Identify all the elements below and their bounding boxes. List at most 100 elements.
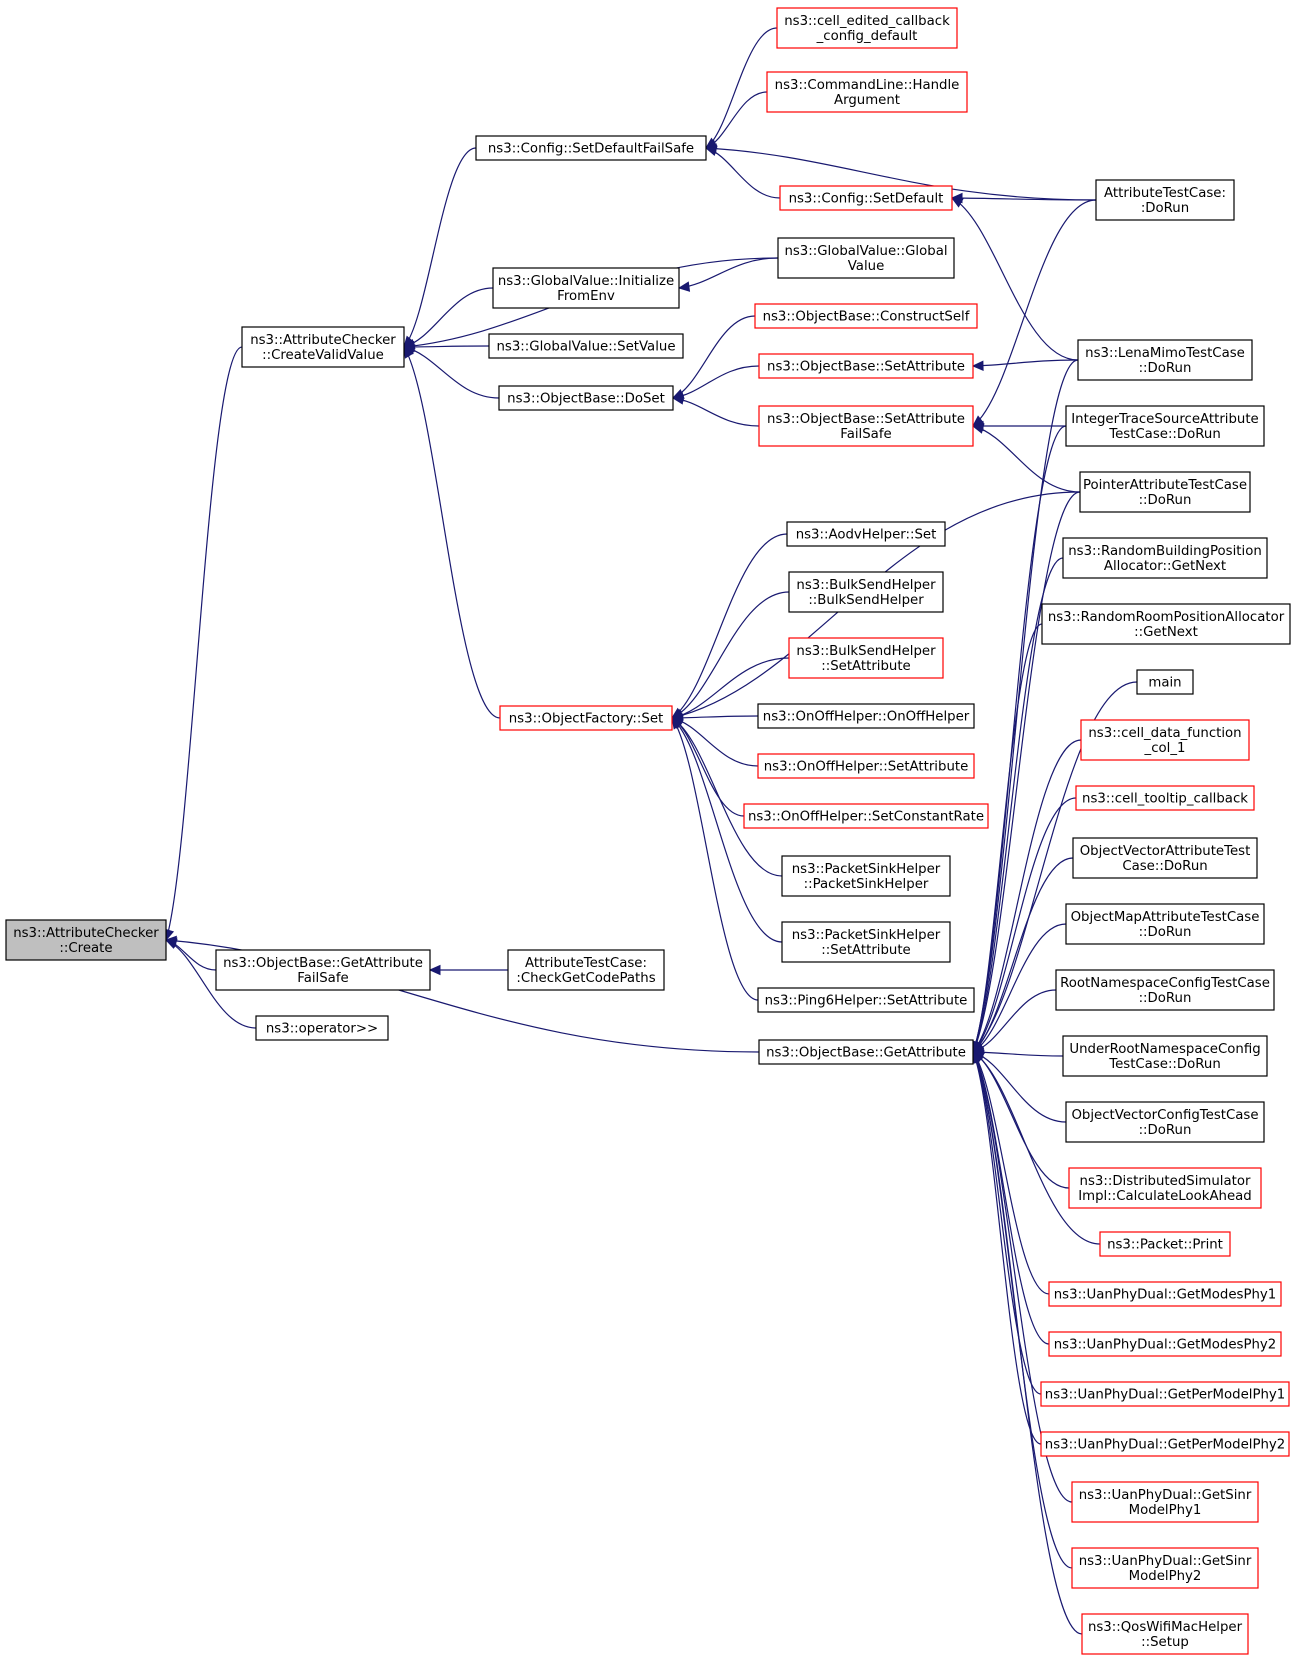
node-label: ns3::ObjectFactory::Set bbox=[509, 712, 663, 727]
node-label: ns3::OnOffHelper::SetAttribute bbox=[764, 760, 969, 775]
node-pointer-attr[interactable]: PointerAttributeTestCase::DoRun bbox=[1079, 471, 1251, 513]
node-bulk-set-attr[interactable]: ns3::BulkSendHelper::SetAttribute bbox=[788, 637, 944, 679]
node-cfg-set-default[interactable]: ns3::Config::SetDefault bbox=[779, 185, 953, 211]
node-label: ns3::OnOffHelper::SetConstantRate bbox=[748, 810, 984, 825]
node-uan-per2[interactable]: ns3::UanPhyDual::GetPerModelPhy2 bbox=[1040, 1431, 1290, 1457]
node-cell-data-fn[interactable]: ns3::cell_data_function_col_1 bbox=[1080, 719, 1250, 761]
node-label: ns3::Ping6Helper::SetAttribute bbox=[765, 994, 968, 1009]
node-label: ns3::UanPhyDual::GetPerModelPhy2 bbox=[1045, 1438, 1285, 1453]
edge-line bbox=[706, 147, 1097, 201]
node-onoff-set-rate[interactable]: ns3::OnOffHelper::SetConstantRate bbox=[743, 803, 989, 829]
node-bulk-ctor[interactable]: ns3::BulkSendHelper::BulkSendHelper bbox=[788, 571, 944, 613]
node-gv-global-value[interactable]: ns3::GlobalValue::GlobalValue bbox=[777, 237, 955, 279]
arrowhead bbox=[971, 423, 985, 434]
node-label: ns3::BulkSendHelper bbox=[796, 644, 936, 659]
node-root-ns[interactable]: RootNamespaceConfigTestCase::DoRun bbox=[1055, 969, 1275, 1011]
node-label: ns3::UanPhyDual::GetModesPhy2 bbox=[1054, 1338, 1277, 1353]
node-check-get-code-paths[interactable]: AttributeTestCase::CheckGetCodePaths bbox=[507, 949, 665, 991]
node-qos-setup[interactable]: ns3::QosWifiMacHelper::Setup bbox=[1081, 1613, 1249, 1655]
node-label: ::DoRun bbox=[1139, 361, 1192, 376]
node-box bbox=[498, 385, 674, 411]
node-box bbox=[1048, 1331, 1282, 1357]
node-ob-set-attribute[interactable]: ns3::ObjectBase::SetAttribute bbox=[758, 353, 974, 379]
node-label: ns3::GlobalValue::Initialize bbox=[498, 274, 674, 289]
node-set-default-fail-safe[interactable]: ns3::Config::SetDefaultFailSafe bbox=[475, 135, 707, 161]
node-create-valid[interactable]: ns3::AttributeChecker::CreateValidValue bbox=[241, 326, 405, 368]
node-box bbox=[1080, 719, 1250, 761]
edge-line bbox=[165, 346, 243, 941]
edge-line bbox=[972, 923, 1067, 1053]
node-aodv-set[interactable]: ns3::AodvHelper::Set bbox=[786, 521, 946, 547]
node-box bbox=[743, 803, 989, 829]
edge-set-default-fail-safe-to-create-valid bbox=[403, 147, 477, 348]
node-label: ::GetNext bbox=[1134, 625, 1198, 640]
node-label: ns3::LenaMimoTestCase bbox=[1085, 346, 1245, 361]
edge-lena-mimo-to-cfg-set-default bbox=[950, 197, 1079, 361]
node-box bbox=[781, 855, 951, 897]
edge-line bbox=[972, 797, 1077, 1053]
node-uan-modes2[interactable]: ns3::UanPhyDual::GetModesPhy2 bbox=[1048, 1331, 1282, 1357]
edge-uan-per2-to-ob-get-attribute bbox=[972, 1050, 1042, 1445]
node-label: ns3::RandomRoomPositionAllocator bbox=[1048, 610, 1285, 625]
node-ob-get-attribute[interactable]: ns3::ObjectBase::GetAttribute bbox=[758, 1039, 974, 1065]
edge-gv-set-value-to-create-valid bbox=[402, 341, 490, 353]
node-label: ns3::ObjectBase::SetAttribute bbox=[767, 412, 965, 427]
node-uan-modes1[interactable]: ns3::UanPhyDual::GetModesPhy1 bbox=[1048, 1281, 1282, 1307]
node-dist-sim[interactable]: ns3::DistributedSimulatorImpl::Calculate… bbox=[1068, 1167, 1262, 1209]
edge-line bbox=[972, 359, 1079, 1053]
node-operator-shift[interactable]: ns3::operator>> bbox=[255, 1015, 389, 1041]
node-root[interactable]: ns3::AttributeChecker::Create bbox=[5, 919, 167, 961]
node-label: ns3::ObjectBase::ConstructSelf bbox=[763, 310, 970, 325]
node-onoff-set-attr[interactable]: ns3::OnOffHelper::SetAttribute bbox=[757, 753, 975, 779]
node-label: Value bbox=[848, 259, 885, 274]
node-label: ns3::UanPhyDual::GetModesPhy1 bbox=[1054, 1288, 1277, 1303]
node-obj-map-attr[interactable]: ObjectMapAttributeTestCase::DoRun bbox=[1065, 903, 1265, 945]
node-int-trace[interactable]: IntegerTraceSourceAttributeTestCase::DoR… bbox=[1065, 405, 1265, 447]
node-label: ObjectMapAttributeTestCase bbox=[1071, 910, 1260, 925]
edge-line bbox=[973, 359, 1079, 367]
node-box bbox=[492, 267, 680, 309]
node-attr-test-do-run[interactable]: AttributeTestCase::DoRun bbox=[1095, 179, 1235, 221]
node-ob-construct-self[interactable]: ns3::ObjectBase::ConstructSelf bbox=[754, 303, 978, 329]
node-cell-tooltip[interactable]: ns3::cell_tooltip_callback bbox=[1075, 785, 1255, 811]
node-label: ::DoRun bbox=[1139, 493, 1192, 508]
edge-attr-test-do-run-to-cfg-set-default bbox=[950, 192, 1097, 204]
node-sink-ctor[interactable]: ns3::PacketSinkHelper::PacketSinkHelper bbox=[781, 855, 951, 897]
node-of-set[interactable]: ns3::ObjectFactory::Set bbox=[499, 705, 673, 731]
node-onoff-ctor[interactable]: ns3::OnOffHelper::OnOffHelper bbox=[757, 703, 975, 729]
node-box bbox=[779, 185, 953, 211]
node-rand-room[interactable]: ns3::RandomRoomPositionAllocator::GetNex… bbox=[1041, 603, 1291, 645]
node-label: TestCase::DoRun bbox=[1108, 427, 1221, 442]
node-ping6-set-attr[interactable]: ns3::Ping6Helper::SetAttribute bbox=[757, 987, 975, 1013]
node-label: ModelPhy1 bbox=[1129, 1503, 1202, 1518]
node-label: AttributeTestCase: bbox=[525, 956, 647, 971]
node-uan-per1[interactable]: ns3::UanPhyDual::GetPerModelPhy1 bbox=[1040, 1381, 1290, 1407]
node-box bbox=[1040, 1431, 1290, 1457]
node-box bbox=[5, 919, 167, 961]
node-obj-vec-config[interactable]: ObjectVectorConfigTestCase::DoRun bbox=[1065, 1101, 1265, 1143]
node-gv-set-value[interactable]: ns3::GlobalValue::SetValue bbox=[488, 333, 684, 359]
node-main[interactable]: main bbox=[1136, 669, 1194, 695]
node-packet-print[interactable]: ns3::Packet::Print bbox=[1099, 1231, 1231, 1257]
edge-lena-mimo-to-ob-get-attribute bbox=[971, 359, 1079, 1054]
node-rand-building[interactable]: ns3::RandomBuildingPositionAllocator::Ge… bbox=[1062, 537, 1268, 579]
node-cell-edited[interactable]: ns3::cell_edited_callback_config_default bbox=[776, 7, 958, 49]
node-label: ::PacketSinkHelper bbox=[804, 877, 929, 892]
node-box bbox=[758, 405, 974, 447]
edge-line bbox=[972, 1051, 1083, 1635]
edge-line bbox=[403, 346, 501, 719]
node-lena-mimo[interactable]: ns3::LenaMimoTestCase::DoRun bbox=[1077, 339, 1253, 381]
arrowhead bbox=[950, 197, 964, 208]
node-box bbox=[1065, 405, 1265, 447]
edge-line bbox=[972, 739, 1082, 1053]
node-ob-do-set[interactable]: ns3::ObjectBase::DoSet bbox=[498, 385, 674, 411]
node-sink-set-attr[interactable]: ns3::PacketSinkHelper::SetAttribute bbox=[781, 921, 951, 963]
